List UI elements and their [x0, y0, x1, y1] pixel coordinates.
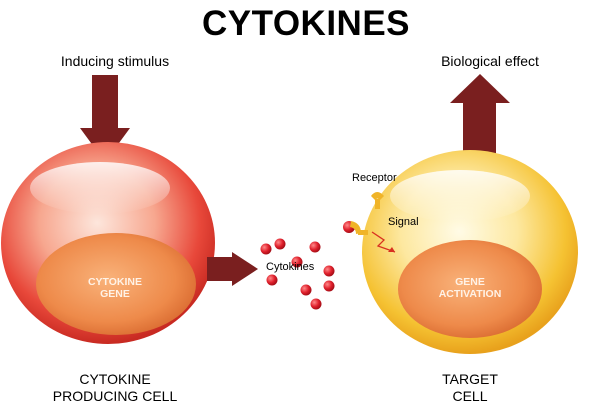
- cytokine-gene-label: CYTOKINE GENE: [70, 276, 160, 300]
- signal-arrow: [371, 231, 396, 253]
- gene-activation-label: GENE ACTIVATION: [410, 276, 530, 300]
- nucleus-label-line: GENE: [455, 276, 485, 288]
- signal-label: Signal: [388, 216, 419, 228]
- target-cell: [362, 150, 578, 354]
- cytokine-dot: [310, 298, 322, 310]
- bound-receptor-icon: [343, 221, 368, 235]
- cytokine-dot: [323, 280, 335, 292]
- nucleus-label-line: CYTOKINE: [87, 276, 143, 288]
- receptor-label: Receptor: [352, 172, 397, 184]
- target-cell-nucleus: [398, 240, 542, 338]
- cytokine-dot: [300, 284, 312, 296]
- cytokine-dot: [274, 238, 286, 250]
- cytokines-label: Cytokines: [266, 261, 315, 273]
- biological-effect-label: Biological effect: [441, 53, 539, 69]
- cytokine-dot: [291, 256, 303, 268]
- cytokine-dot: [266, 274, 278, 286]
- nucleus-label-line: ACTIVATION: [438, 288, 502, 300]
- cytokine-dot: [309, 241, 321, 253]
- caption-line: TARGET: [442, 371, 498, 387]
- nucleus-label-line: GENE: [100, 288, 130, 300]
- cytokine-dots: [260, 238, 335, 310]
- producing-cell-nucleus: [36, 233, 196, 335]
- producing-cell-caption: CYTOKINE PRODUCING CELL: [30, 371, 200, 405]
- caption-line: CYTOKINE: [79, 371, 151, 387]
- caption-line: PRODUCING CELL: [52, 388, 178, 404]
- producing-cell: [1, 142, 215, 344]
- inducing-stimulus-label: Inducing stimulus: [60, 53, 170, 69]
- receptor-icon: [371, 192, 384, 209]
- cytokine-dot: [323, 265, 335, 277]
- cytokine-dot: [260, 243, 272, 255]
- secretion-arrow: [207, 252, 258, 286]
- page-title: CYTOKINES: [201, 4, 411, 43]
- target-cell-caption: TARGET CELL: [400, 371, 540, 405]
- caption-line: CELL: [452, 388, 488, 404]
